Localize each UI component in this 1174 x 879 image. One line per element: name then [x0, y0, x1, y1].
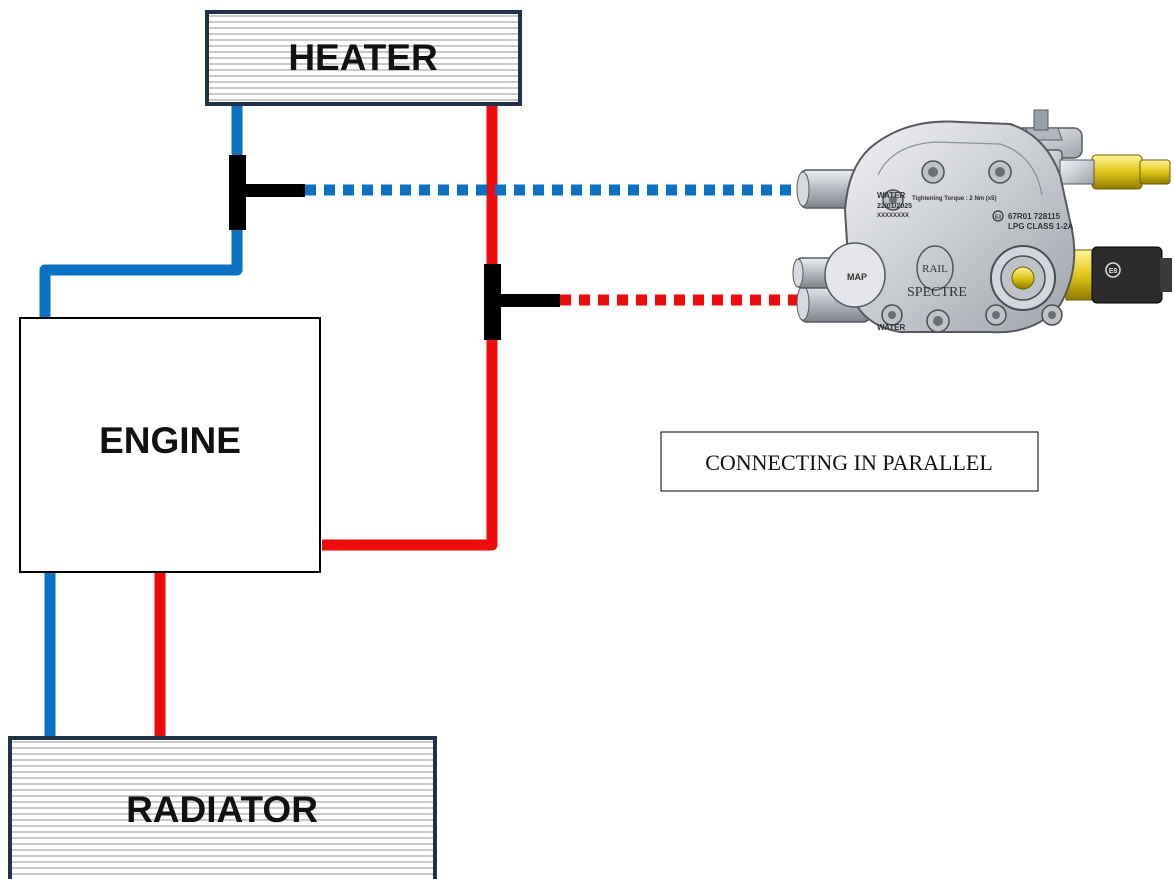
heater-box: HEATER [205, 10, 522, 106]
engine-label: ENGINE [99, 420, 241, 461]
reducer-torque: Tightening Torque : 2 Nm (x5) [912, 196, 996, 202]
tee-connector-red [484, 264, 560, 340]
caption-box: CONNECTING IN PARALLEL [660, 431, 1039, 492]
solenoid-mark: E8 [1109, 268, 1118, 275]
rail-logo: RAIL [922, 263, 948, 275]
engine-box: ENGINE [19, 317, 321, 573]
lpg-reducer-image: E8 MAP RAIL [792, 109, 1172, 334]
reducer-date: 22/01/2025 [877, 203, 912, 210]
reducer-e-mark: E3 [995, 215, 1001, 221]
caption-text: CONNECTING IN PARALLEL [705, 450, 993, 475]
radiator-box: RADIATOR [8, 736, 437, 879]
reducer-brand: SPECTRE [907, 285, 967, 300]
map-label: MAP [847, 272, 867, 282]
red-hose-heater-to-engine [322, 104, 498, 551]
blue-hose-heater-to-engine [39, 104, 243, 318]
hoses [39, 104, 808, 740]
reducer-serial: XXXXXXXX [877, 213, 909, 219]
reducer-bolts [881, 160, 1063, 333]
radiator-label: RADIATOR [126, 789, 318, 830]
reducer-water-bottom: WATER [877, 323, 906, 332]
heater-label: HEATER [288, 37, 437, 78]
reducer-approval: 67R01 728115 [1008, 212, 1061, 221]
tee-connector-blue [229, 155, 305, 230]
reducer-water-top: WATER [877, 191, 906, 200]
reducer-class: LPG CLASS 1-2A [1008, 222, 1074, 231]
